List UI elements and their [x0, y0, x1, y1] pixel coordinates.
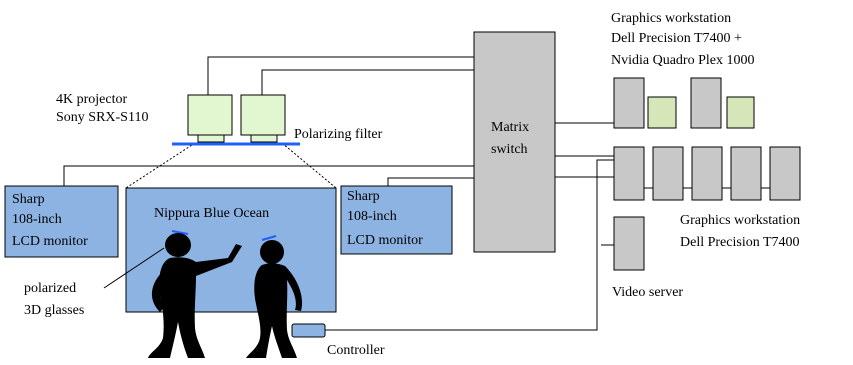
controller — [291, 323, 326, 338]
ws-top-label-2: Dell Precision T7400 + — [611, 31, 742, 46]
projectors — [187, 94, 286, 143]
right-monitor-label-2: 108-inch — [347, 209, 397, 224]
workstation-mid-3 — [691, 146, 723, 201]
matrix-label-2: switch — [491, 142, 528, 157]
left-lcd-monitor — [4, 185, 119, 258]
workstation-group-top — [613, 77, 755, 129]
ws-mid-label-2: Dell Precision T7400 — [680, 235, 800, 250]
ws-mid-label-1: Graphics workstation — [680, 213, 800, 228]
right-monitor-label-1: Sharp — [347, 189, 380, 204]
video-server-label: Video server — [612, 285, 683, 300]
left-monitor-label-1: Sharp — [12, 192, 45, 207]
matrix-switch — [473, 31, 556, 253]
filter-label: Polarizing filter — [294, 127, 383, 142]
right-monitor-label-3: LCD monitor — [347, 233, 423, 248]
projector-left — [187, 94, 233, 136]
glasses-pointer — [103, 247, 165, 289]
workstation-mid-2 — [652, 146, 684, 201]
ws-top-label-1: Graphics workstation — [611, 11, 731, 26]
ws-top-label-3: Nvidia Quadro Plex 1000 — [611, 53, 754, 68]
controller-label: Controller — [327, 343, 385, 358]
person-left-silhouette — [148, 230, 242, 358]
workstation-mid-4 — [730, 146, 762, 201]
video-server — [613, 216, 645, 271]
screen-label: Nippura Blue Ocean — [154, 206, 269, 221]
glasses-label-1: polarized — [24, 281, 76, 296]
matrix-label-1: Matrix — [491, 120, 529, 135]
quadro-plex-2 — [726, 96, 755, 129]
left-monitor-label-3: LCD monitor — [12, 234, 88, 249]
projection-lines — [125, 142, 337, 189]
projector-right — [240, 94, 286, 136]
glasses-label-2: 3D glasses — [24, 303, 84, 318]
workstation-top-1 — [613, 77, 645, 129]
projector-label-1: 4K projector — [56, 92, 127, 107]
quadro-plex-1 — [647, 96, 677, 129]
projector-label-2: Sony SRX-S110 — [56, 110, 148, 125]
projector-right-lens — [250, 134, 278, 143]
left-monitor-label-2: 108-inch — [12, 212, 62, 227]
person-right-silhouette — [246, 235, 303, 358]
right-lcd-monitor — [340, 185, 453, 255]
workstation-mid-1 — [613, 146, 645, 201]
workstation-top-2 — [690, 77, 722, 129]
projector-left-lens — [197, 134, 225, 143]
workstation-mid-5 — [769, 146, 801, 201]
workstation-group-mid — [613, 146, 801, 201]
